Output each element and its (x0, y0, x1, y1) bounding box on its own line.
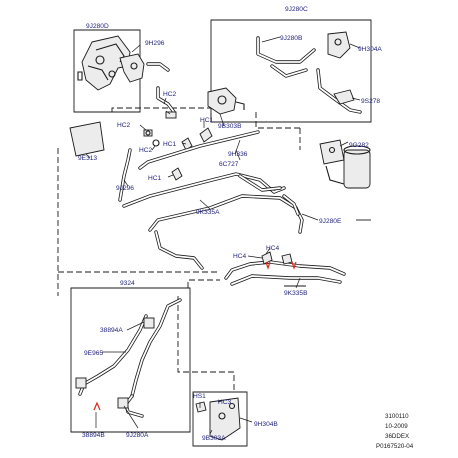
dashed-link-to-box (187, 279, 220, 288)
bracket-part-9H304A (327, 31, 351, 59)
callout-9B303B: 9B303B (218, 123, 242, 130)
callout-9G282: 9G282 (349, 142, 369, 149)
callout-9E965: 9E965 (84, 350, 103, 357)
hc2-clips (143, 111, 177, 147)
footer-line-2: 10-2009 (385, 423, 408, 430)
bracket-9H304B (192, 391, 248, 447)
callout-9K335B: 9K335B (284, 290, 308, 297)
callout-hc2-c: HC2 (139, 147, 153, 154)
callout-9J280A: 9J280A (126, 432, 149, 439)
red-marker-1 (265, 261, 271, 270)
callout-9B303A: 9B303A (202, 435, 226, 442)
callout-38894A: 38894A (100, 327, 123, 334)
bracket-9J280D (73, 29, 141, 113)
valve-9B303B (207, 87, 245, 115)
callout-hc2-b: HC2 (117, 122, 131, 129)
dashed-link-lower (177, 296, 235, 392)
callout-9K335A: 9K335A (196, 209, 220, 216)
callout-38894B: 38894B (82, 432, 105, 439)
callout-9J280B: 9J280B (280, 35, 303, 42)
callout-9324: 9324 (120, 280, 135, 287)
leader-lines (85, 36, 361, 435)
callout-9J280D: 9J280D (86, 23, 109, 30)
footer-line-3: 36DDEX (385, 433, 409, 440)
callout-9E313: 9E313 (78, 155, 97, 162)
callout-9H304B: 9H304B (254, 421, 278, 428)
callout-9H296: 9H296 (145, 40, 165, 47)
dashed-link-top (111, 107, 212, 122)
callout-hc1-b: HC1 (163, 141, 177, 148)
dashed-link-9H304A (255, 112, 300, 129)
heater-module-assembly (77, 35, 145, 91)
callout-hc4-a: HC4 (266, 245, 280, 252)
hc4-clips (261, 251, 293, 265)
callout-hc1-c: HC1 (148, 175, 162, 182)
red-marker-2 (291, 261, 297, 270)
hose-9K335B (224, 260, 346, 286)
fuel-pump-9G282 (319, 139, 371, 189)
callout-9H336: 9H336 (228, 151, 248, 158)
footer-line-1: 3100110 (385, 413, 409, 420)
bracket-assembly-9H304B (195, 397, 241, 441)
callout-6C727: 6C727 (219, 161, 239, 168)
callout-hc1-a: HC1 (200, 117, 214, 124)
callout-9H304A: 9H304A (358, 46, 382, 53)
callout-9J280C: 9J280C (285, 6, 308, 13)
heat-shield-9E313 (69, 121, 105, 157)
red-marker-3 (93, 401, 101, 411)
callout-9J280E: 9J280E (319, 218, 342, 225)
callout-hs1: HS1 (193, 393, 206, 400)
callout-hc2-a: HC2 (163, 91, 177, 98)
hc1-clips (171, 127, 213, 181)
callout-9S278: 9S278 (361, 98, 380, 105)
callout-9J296: 9J296 (116, 185, 134, 192)
callout-hc3: HC3 (218, 399, 232, 406)
hose-assembly-9324 (75, 298, 182, 418)
bracket-9J280C (210, 19, 372, 123)
callout-hc4-b: HC4 (233, 253, 247, 260)
bracket-9324 (70, 287, 191, 433)
connector-9S278 (333, 89, 355, 105)
footer-line-4: P0167520-04 (376, 443, 414, 450)
